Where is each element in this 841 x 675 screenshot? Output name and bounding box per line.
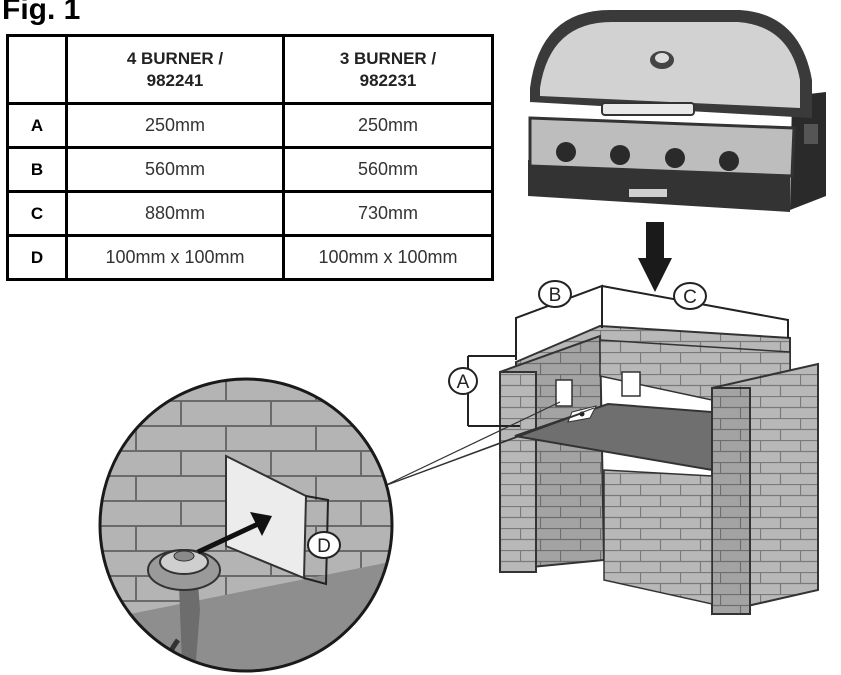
- header-3-burner-line1: 3 BURNER /: [339, 48, 437, 68]
- bbq-grill: [528, 10, 826, 212]
- callout-d-label: D: [317, 536, 331, 557]
- cell-d-4-burner: 100mm x 100mm: [65, 234, 285, 281]
- callout-b: B: [538, 280, 572, 308]
- row-label-b: B: [6, 146, 68, 193]
- table-corner-cell: [6, 34, 68, 105]
- cell-a-3-burner: 250mm: [282, 102, 494, 149]
- zoom-leader-lines: [383, 401, 595, 487]
- figure-title: Fig. 1: [2, 0, 81, 26]
- brick-enclosure: [499, 324, 819, 616]
- row-label-d: D: [6, 234, 68, 281]
- table-row: A 250mm 250mm: [6, 102, 494, 149]
- table-header-row: 4 BURNER / 982241 3 BURNER / 982231: [6, 34, 494, 105]
- callout-d: D: [307, 531, 341, 559]
- cell-d-3-burner: 100mm x 100mm: [282, 234, 494, 281]
- header-4-burner-line2: 982241: [146, 70, 204, 90]
- row-label-a: A: [6, 102, 68, 149]
- callout-c: C: [673, 282, 707, 310]
- header-4-burner-line1: 4 BURNER /: [126, 48, 224, 68]
- row-label-c: C: [6, 190, 68, 237]
- dimensions-table: 4 BURNER / 982241 3 BURNER / 982231 A 25…: [6, 34, 494, 281]
- callout-b-label: B: [549, 285, 562, 306]
- table-row: D 100mm x 100mm 100mm x 100mm: [6, 234, 494, 281]
- cell-c-3-burner: 730mm: [282, 190, 494, 237]
- callout-a: A: [448, 367, 478, 395]
- callout-c-label: C: [683, 287, 697, 308]
- callout-a-label: A: [457, 372, 470, 393]
- column-header-3-burner: 3 BURNER / 982231: [282, 34, 494, 105]
- cell-b-4-burner: 560mm: [65, 146, 285, 193]
- down-arrow: [638, 222, 672, 292]
- cell-c-4-burner: 880mm: [65, 190, 285, 237]
- cell-a-4-burner: 250mm: [65, 102, 285, 149]
- table-row: B 560mm 560mm: [6, 146, 494, 193]
- column-header-4-burner: 4 BURNER / 982241: [65, 34, 285, 105]
- header-3-burner-line2: 982231: [359, 70, 417, 90]
- table-row: C 880mm 730mm: [6, 190, 494, 237]
- zoom-detail-circle: [98, 377, 394, 673]
- cell-b-3-burner: 560mm: [282, 146, 494, 193]
